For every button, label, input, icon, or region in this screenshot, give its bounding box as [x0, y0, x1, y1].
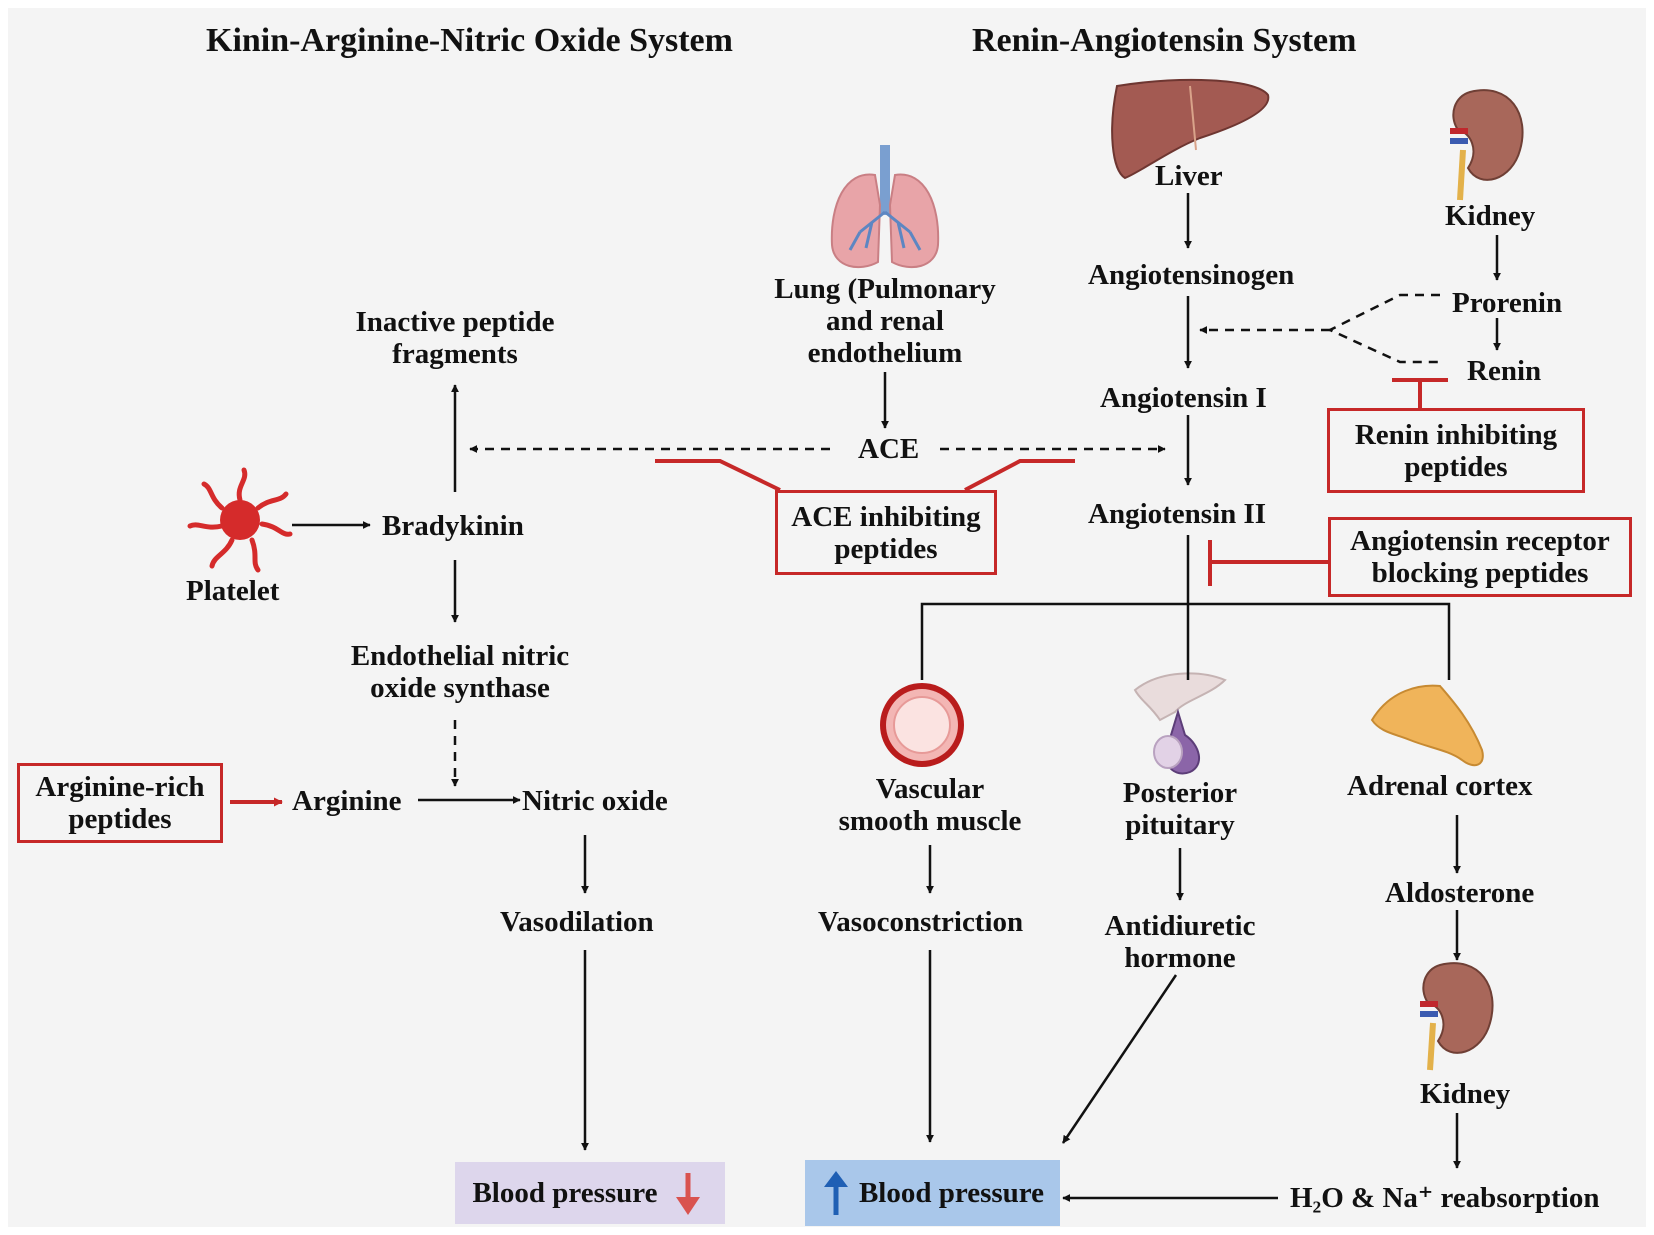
vasoconstriction-label: Vasoconstriction [818, 906, 1024, 938]
aldosterone-label: Aldosterone [1385, 877, 1535, 909]
prorenin-label: Prorenin [1452, 287, 1563, 319]
liver-icon [1111, 78, 1270, 180]
blood-pressure-down-label: Blood pressure [472, 1176, 658, 1209]
reabsorption-label: H₂O & Na⁺ reabsorption [1290, 1182, 1600, 1214]
title-kinin-system: Kinin-Arginine-Nitric Oxide System [206, 22, 733, 59]
down-arrow-icon [675, 1173, 700, 1215]
connector-line [920, 602, 1451, 680]
ace-inhibition-right [964, 459, 1075, 492]
nitric-oxide-label: Nitric oxide [522, 785, 668, 817]
renin-label: Renin [1467, 355, 1542, 387]
angiotensinogen-label: Angiotensinogen [1088, 259, 1295, 291]
ace-inhibition-left [655, 459, 781, 492]
arginine-label: Arginine [292, 785, 402, 817]
diagram-background [8, 8, 1646, 1227]
blood-pressure-up-label: Blood pressure [858, 1176, 1045, 1209]
lung-icon [830, 145, 940, 269]
kidney-bottom-label: Kidney [1420, 1078, 1511, 1110]
arrow [1061, 974, 1178, 1144]
adrenal-icon [1370, 684, 1484, 767]
liver-label: Liver [1155, 160, 1223, 192]
bradykinin-label: Bradykinin [382, 510, 524, 542]
ace-label: ACE [858, 433, 920, 465]
kidney-label: Kidney [1445, 200, 1536, 232]
kidney-icon [1450, 89, 1524, 201]
adrenal-cortex-label: Adrenal cortex [1347, 770, 1533, 802]
blood-pressure-up-box: Blood pressure [805, 1160, 1060, 1226]
kidney-icon [1420, 962, 1494, 1071]
title-renin-angiotensin-system: Renin-Angiotensin System [972, 22, 1357, 59]
platelet-icon [187, 467, 293, 573]
pituitary-icon [1133, 672, 1227, 775]
up-arrow-icon [823, 1171, 848, 1215]
blood-pressure-down-box: Blood pressure [455, 1162, 725, 1224]
angiotensin-ii-label: Angiotensin II [1088, 498, 1267, 530]
vasodilation-label: Vasodilation [500, 906, 654, 938]
vessel-icon [880, 683, 964, 767]
dashed-line [1327, 293, 1440, 364]
angiotensin-i-label: Angiotensin I [1100, 382, 1267, 414]
platelet-label: Platelet [186, 575, 280, 607]
